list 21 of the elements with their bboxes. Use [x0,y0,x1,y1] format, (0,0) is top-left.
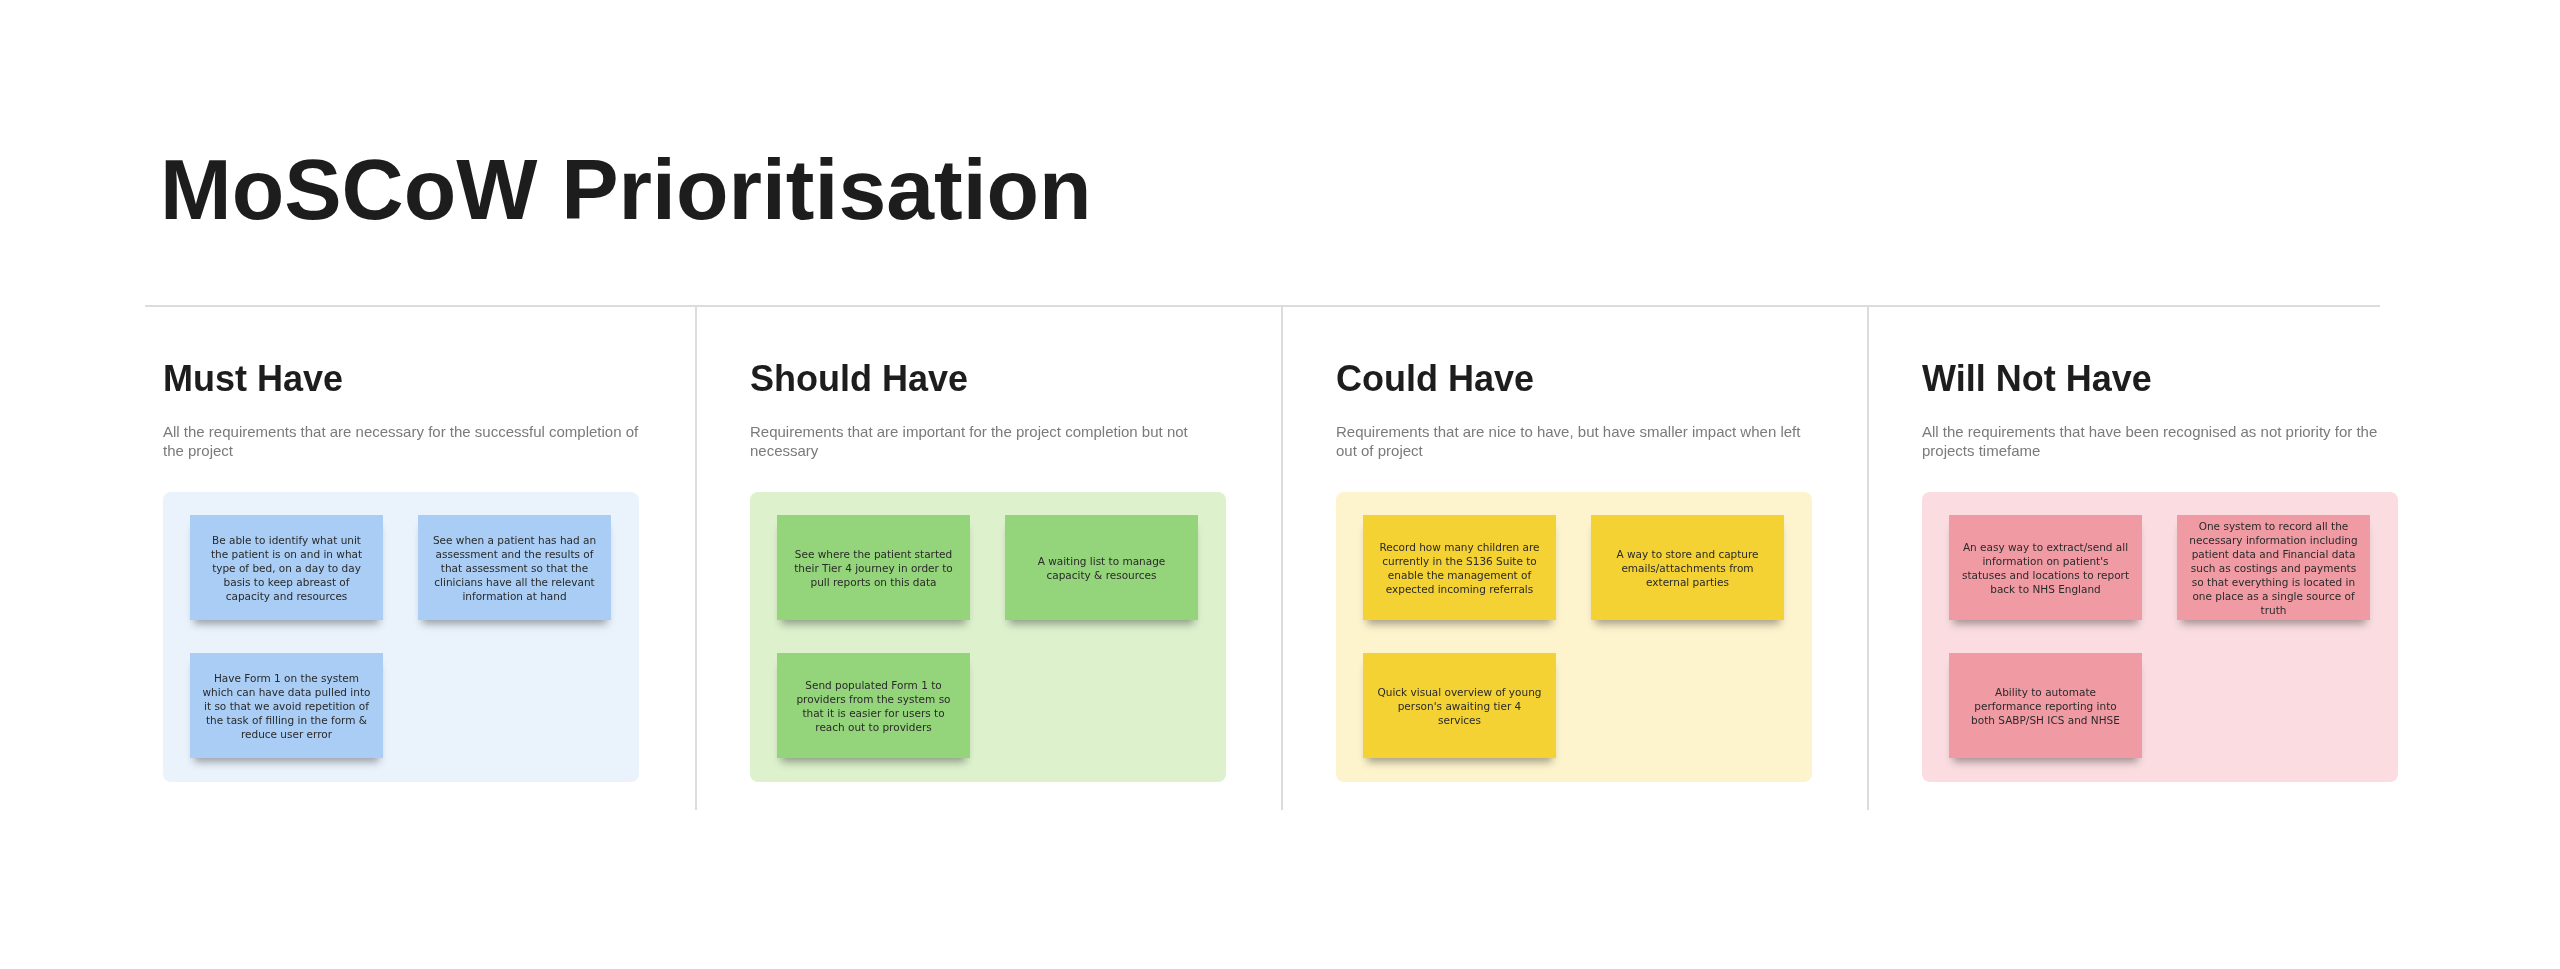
page-title: MoSCoW Prioritisation [160,140,1092,239]
sticky-note: See when a patient has had an assessment and the results of that assessment so that the clinicians have all the relevant information at hand [418,515,611,620]
column-heading: Could Have [1336,358,1535,400]
column-heading: Will Not Have [1922,358,2152,400]
column-description: Requirements that are nice to have, but have smaller impact when left out of project [1336,422,1802,460]
sticky-note: One system to record all the necessary information including patient data and Financial data such as costings and payments so that everything is located in one place as a single source of truth [2177,515,2370,620]
column-description: All the requirements that are necessary for the successful completion of the project [163,422,640,460]
sticky-note: Ability to automate performance reporting into both SABP/SH ICS and NHSE [1949,653,2142,758]
column-description: Requirements that are important for the project completion but not necessary [750,422,1189,460]
sticky-note: Record how many children are currently in the S136 Suite to enable the management of expected incoming referrals [1363,515,1556,620]
sticky-note: A way to store and capture emails/attachments from external parties [1591,515,1784,620]
column-description: All the requirements that have been recognised as not priority for the projects timefame [1922,422,2379,460]
sticky-note: An easy way to extract/send all information on patient's statuses and locations to report back to NHS England [1949,515,2142,620]
sticky-note: See where the patient started their Tier 4 journey in order to pull reports on this data [777,515,970,620]
column-heading: Must Have [163,358,344,400]
sticky-note: Be able to identify what unit the patient is on and in what type of bed, on a day to day basis to keep abreast of capacity and resources [190,515,383,620]
sticky-note: Quick visual overview of young person's awaiting tier 4 services [1363,653,1556,758]
sticky-note: A waiting list to manage capacity & resources [1005,515,1198,620]
sticky-note: Send populated Form 1 to providers from the system so that it is easier for users to reach out to providers [777,653,970,758]
sticky-note: Have Form 1 on the system which can have data pulled into it so that we avoid repetition of the task of filling in the form & reduce user error [190,653,383,758]
column-heading: Should Have [750,358,969,400]
